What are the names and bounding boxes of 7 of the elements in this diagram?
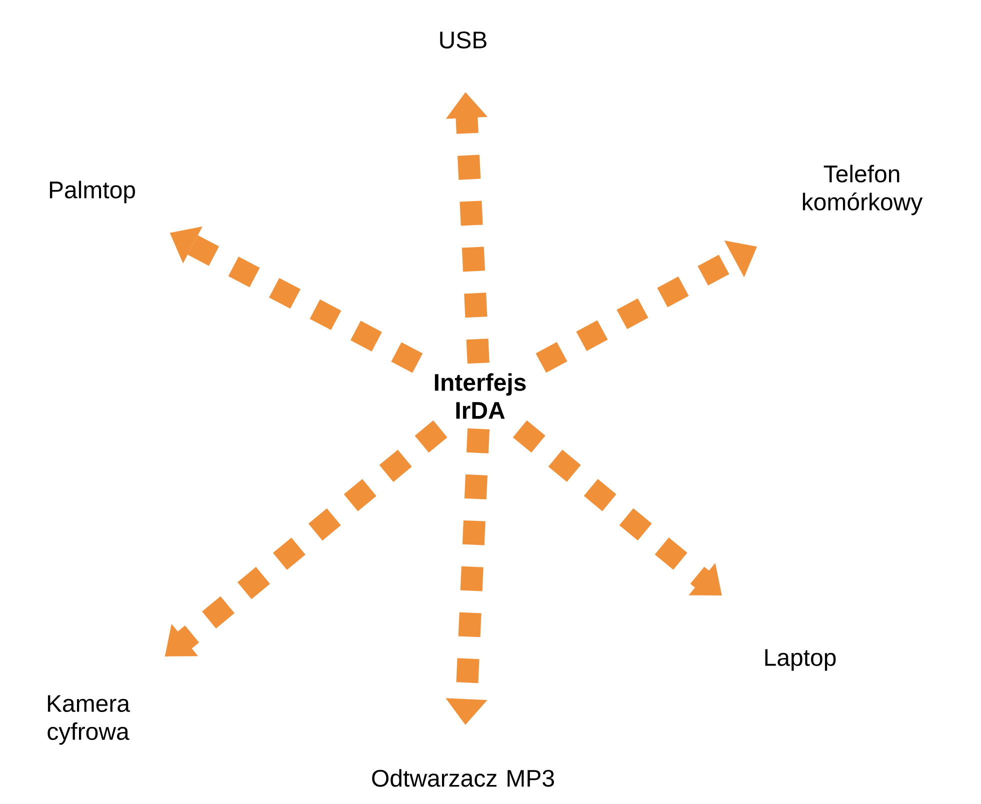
device-label: Kamera cyfrowa (48, 695, 130, 745)
device-label: Laptop (765, 649, 836, 671)
center-label: Interfejs IrDA (434, 373, 526, 419)
device-label: USB (440, 32, 486, 48)
device-label: Palmtop (50, 180, 136, 204)
device-label: Odtwarzacz MP3 (372, 769, 554, 787)
device-label: Telefon komórkowy (802, 164, 923, 216)
